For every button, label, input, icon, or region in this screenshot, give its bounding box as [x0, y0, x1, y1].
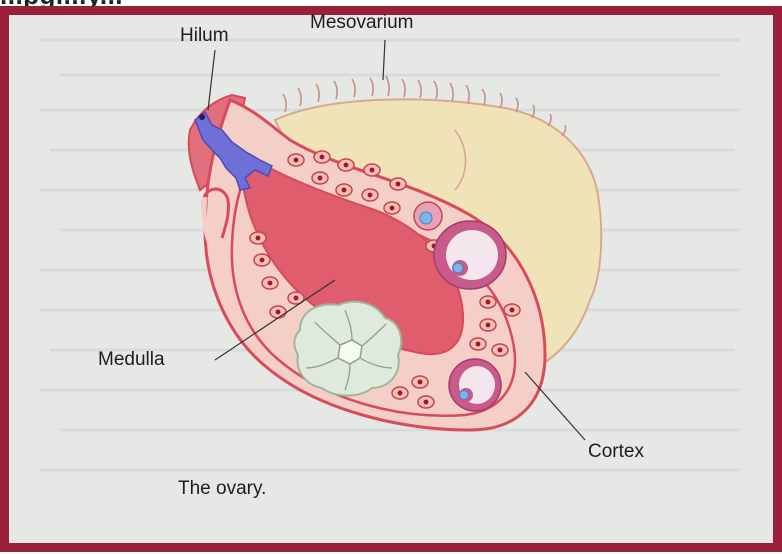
mesovarium-crease: [454, 129, 467, 191]
growing-follicle: [413, 201, 443, 231]
medulla-shape: [238, 148, 465, 356]
antral-follicle-lower: [448, 358, 502, 412]
leader-lines: [207, 39, 586, 441]
hilum-vessel: [194, 110, 273, 191]
follicle-nuclei: [255, 154, 515, 405]
cut-off-heading: ...pgi...y...: [0, 0, 123, 11]
label-cortex: Cortex: [588, 441, 644, 462]
label-mesovarium: Mesovarium: [310, 12, 414, 33]
mesovarium-fringe: [282, 75, 567, 137]
fold-curl-fill: [201, 196, 215, 251]
label-hilum: Hilum: [180, 25, 229, 46]
corpus-albicans: [293, 300, 403, 397]
diagram-caption: The ovary.: [178, 478, 267, 499]
label-medulla: Medulla: [98, 349, 165, 370]
antral-follicle-upper: [433, 220, 507, 290]
